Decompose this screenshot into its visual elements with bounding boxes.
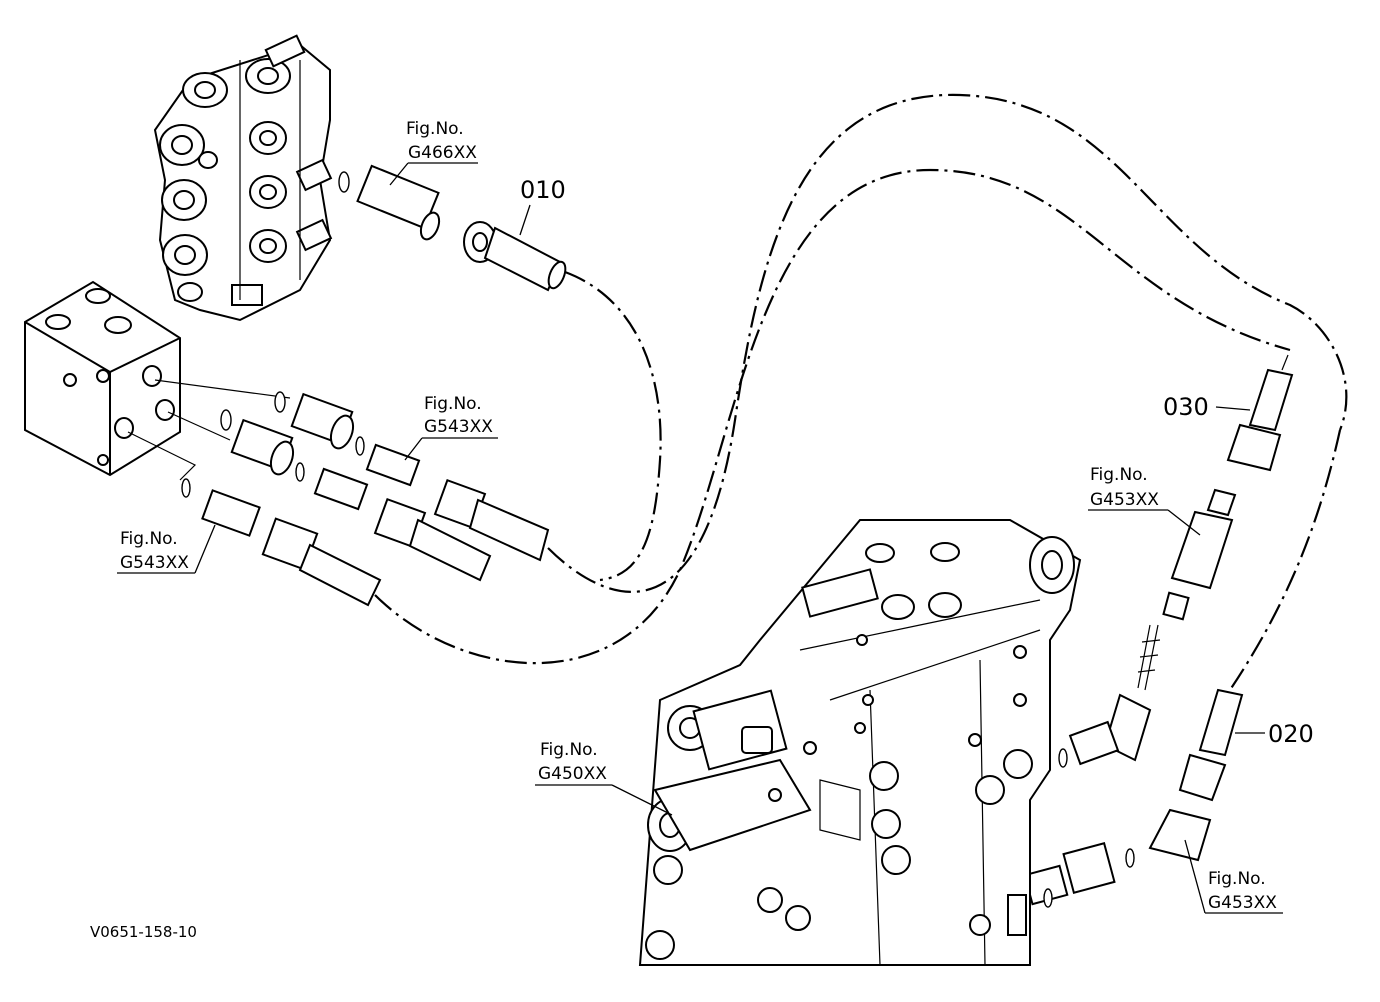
manifold-block — [24, 280, 291, 481]
fig-ref-label-3: Fig.No. — [120, 529, 178, 549]
fig-ref-code-6: G453XX — [1208, 893, 1277, 913]
part-number-010: 010 — [520, 176, 566, 204]
leader-lines — [117, 162, 1283, 914]
hose-010 — [564, 270, 662, 582]
part-number-030: 030 — [1163, 393, 1209, 421]
control-valve-body — [638, 519, 1082, 966]
hose-inner-loop — [374, 168, 1291, 665]
fig-ref-label-6: Fig.No. — [1208, 869, 1266, 889]
fig-ref-code-1: G466XX — [408, 143, 477, 163]
fittings-010 — [338, 164, 567, 292]
part-number-020: 020 — [1268, 720, 1314, 748]
fig-ref-label-5: Fig.No. — [540, 740, 598, 760]
labels: Fig.No. G466XX Fig.No. G543XX Fig.No. G5… — [90, 119, 1314, 941]
fig-ref-label-2: Fig.No. — [424, 394, 482, 414]
fig-ref-code-5: G450XX — [538, 764, 607, 784]
fittings-right — [1023, 354, 1294, 908]
upper-valve-block — [153, 34, 333, 322]
fig-ref-code-3: G543XX — [120, 553, 189, 573]
fig-ref-label-4: Fig.No. — [1090, 465, 1148, 485]
fig-ref-label-1: Fig.No. — [406, 119, 464, 139]
drawing-number: V0651-158-10 — [90, 923, 197, 941]
fig-ref-code-4: G453XX — [1090, 490, 1159, 510]
fittings-manifold — [181, 391, 550, 607]
hose-outer-loop — [547, 93, 1348, 593]
fig-ref-code-2: G543XX — [424, 417, 493, 437]
hose-lines — [374, 93, 1348, 691]
hose-020 — [1229, 429, 1342, 691]
